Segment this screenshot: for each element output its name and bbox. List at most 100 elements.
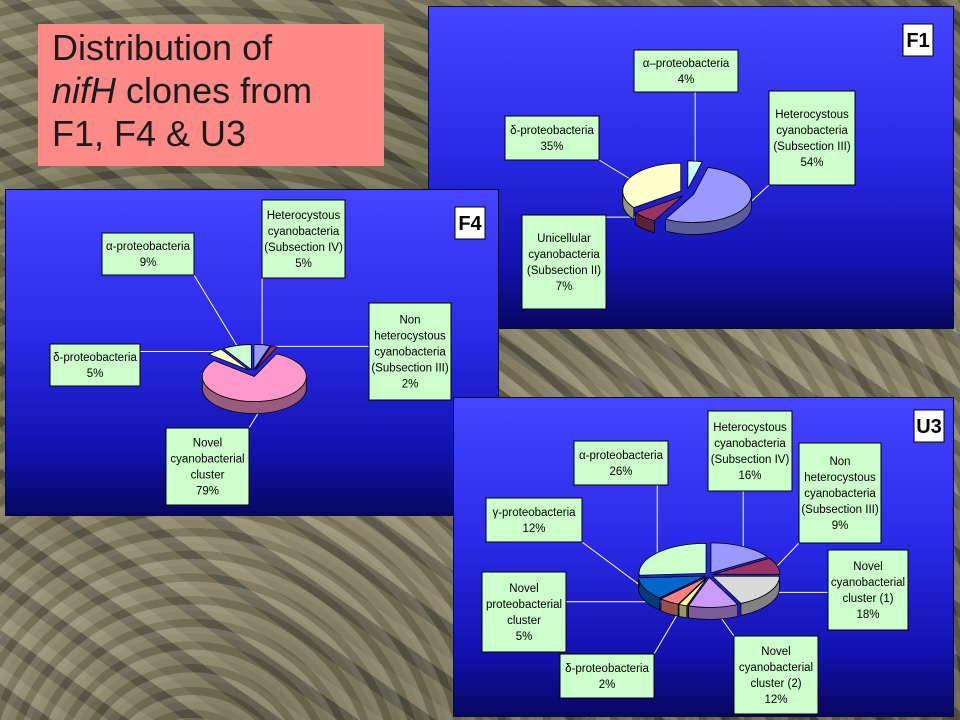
- slice-value-f4-1: 2%: [402, 379, 419, 391]
- slice-label-text-f4-1: heterocystous: [374, 331, 446, 343]
- chart-title-text-f1: F1: [906, 30, 929, 52]
- slice-label-f4-3: δ-proteobacteria 5%: [49, 343, 141, 387]
- chart-title-f4: F4: [454, 206, 486, 240]
- pie-chart-f4: F4 Heterocystous cyanobacteria (Subsection …: [49, 199, 486, 506]
- slice-label-text-f1-0: α–proteobacteria: [643, 58, 730, 70]
- slice-label-text-u3-1: (Subsection III): [801, 504, 879, 516]
- slice-value-f1-2: 7%: [556, 281, 573, 293]
- slice-label-text-f4-0: (Subsection IV): [264, 242, 343, 254]
- pie-f4: [140, 274, 369, 429]
- slice-u3-3: [687, 576, 739, 608]
- slice-label-text-f4-4: α-proteobacteria: [106, 241, 191, 253]
- slice-u3-5: [659, 576, 708, 605]
- title-gene-name: nifH: [52, 70, 117, 111]
- slice-f4-1: [254, 345, 279, 370]
- slice-f1-0: [687, 160, 703, 190]
- slice-value-u3-6: 12%: [522, 523, 545, 535]
- slice-value-f1-3: 35%: [540, 141, 563, 153]
- slice-value-f4-0: 5%: [295, 258, 312, 270]
- slice-u3-7: [638, 542, 707, 576]
- slice-label-f1-3: δ-proteobacteria 35%: [504, 115, 600, 161]
- slice-label-u3-6: γ-proteobacteria 12%: [485, 497, 583, 543]
- slice-label-u3-3: Novel cyanobacterial cluster (2) 12%: [733, 635, 819, 715]
- slice-label-text-u3-7: α-proteobacteria: [579, 450, 664, 462]
- chart-panel-f1: F1 α–proteobacteria 4% Heterocystous cyanoba…: [428, 6, 954, 329]
- slice-label-text-u3-2: cyanobacterial: [831, 577, 905, 589]
- title-line-1: Distribution of: [52, 27, 273, 68]
- slice-side-u3-4: [678, 603, 688, 619]
- slice-value-u3-2: 18%: [856, 609, 879, 621]
- slice-label-text-u3-1: Non: [829, 456, 850, 468]
- slice-value-f4-4: 9%: [140, 257, 157, 269]
- slice-label-text-u3-2: Novel: [853, 561, 882, 573]
- leader-line-u3-1: [776, 542, 800, 567]
- title-line-2: nifH clones from: [52, 69, 384, 112]
- slice-f1-3: [622, 162, 682, 208]
- slice-label-text-u3-0: Heterocystous: [713, 422, 787, 434]
- title-line-3: F1, F4 & U3: [52, 113, 247, 154]
- slice-label-text-f4-0: Heterocystous: [267, 210, 341, 222]
- slice-label-u3-2: Novel cyanobacterial cluster (1) 18%: [827, 549, 909, 631]
- slice-value-u3-7: 26%: [609, 466, 632, 478]
- slice-value-f4-3: 5%: [87, 368, 104, 380]
- chart-title-f1: F1: [902, 23, 934, 57]
- slice-label-text-u3-3: Novel: [761, 646, 790, 658]
- slice-label-text-f4-2: cyanobacterial: [170, 454, 244, 466]
- slice-f4-4: [222, 344, 252, 371]
- slice-label-text-u3-5: cluster: [507, 615, 541, 627]
- slice-label-text-f1-3: δ-proteobacteria: [510, 125, 594, 137]
- slice-label-text-f1-2: cyanobacteria: [528, 249, 600, 261]
- chart-panel-f4: F4 Heterocystous cyanobacteria (Subsection …: [5, 189, 499, 516]
- slice-value-f1-1: 54%: [800, 157, 823, 169]
- slide-title: Distribution of nifH clones from F1, F4 …: [38, 24, 384, 166]
- chart-title-u3: U3: [913, 409, 945, 443]
- slice-label-text-f4-3: δ-proteobacteria: [53, 352, 137, 364]
- slice-value-u3-3: 12%: [764, 694, 787, 706]
- slice-label-text-u3-6: γ-proteobacteria: [492, 507, 576, 519]
- slice-f1-1: [664, 166, 752, 223]
- leader-line-f1-3: [598, 159, 630, 179]
- slice-f1-2: [634, 195, 683, 222]
- slice-label-text-f4-1: Non: [399, 315, 420, 327]
- chart-title-text-f4: F4: [458, 213, 482, 235]
- pie-f1: [598, 92, 770, 235]
- slice-label-text-u3-0: cyanobacteria: [714, 438, 786, 450]
- slice-label-u3-1: Nonheterocystouscyanobacteria(Subsection…: [798, 442, 882, 544]
- slice-u3-1: [712, 557, 781, 575]
- slice-label-f1-0: α–proteobacteria 4%: [633, 49, 739, 93]
- slice-label-u3-7: α-proteobacteria 26%: [573, 440, 669, 486]
- slice-label-text-u3-5: Novel: [509, 583, 538, 595]
- slice-label-text-u3-3: cyanobacterial: [739, 662, 813, 674]
- slice-label-text-f1-1: Heterocystous: [775, 109, 849, 121]
- slice-label-text-u3-2: cluster (1): [842, 593, 893, 605]
- slice-value-f4-2: 79%: [196, 486, 219, 498]
- leader-line-f4-4: [193, 274, 238, 346]
- slice-value-u3-1: 9%: [832, 520, 849, 532]
- slice-u3-2: [711, 575, 780, 604]
- slice-label-text-u3-1: cyanobacteria: [804, 488, 876, 500]
- slice-value-u3-5: 5%: [516, 631, 533, 643]
- slice-label-text-f1-1: cyanobacteria: [776, 125, 848, 137]
- slice-label-text-f4-1: cyanobacteria: [374, 347, 446, 359]
- slice-f4-3: [208, 348, 250, 371]
- pie-chart-u3: U3 Heterocystous cyanobacteria (Subsection …: [481, 409, 945, 715]
- slice-value-f1-0: 4%: [678, 74, 695, 86]
- slice-label-f4-4: α-proteobacteria 9%: [101, 232, 195, 276]
- slice-label-text-f4-1: (Subsection III): [371, 363, 449, 375]
- slice-label-text-f1-2: (Subsection II): [527, 265, 601, 277]
- slice-value-u3-4: 2%: [599, 679, 616, 691]
- slice-label-text-f1-2: Unicellular: [537, 233, 591, 245]
- leader-line-u3-6: [581, 541, 646, 590]
- slice-label-text-u3-3: cluster (2): [750, 678, 801, 690]
- slice-label-text-f4-2: cluster: [191, 470, 225, 482]
- slice-label-f1-2: Unicellular cyanobacteria (Subsection II) 7…: [521, 214, 607, 310]
- slice-f4-2: [201, 353, 307, 402]
- slice-label-text-f4-0: cyanobacteria: [268, 226, 340, 238]
- title-line-2-rest: clones from: [116, 70, 313, 111]
- slice-u3-6: [638, 575, 706, 599]
